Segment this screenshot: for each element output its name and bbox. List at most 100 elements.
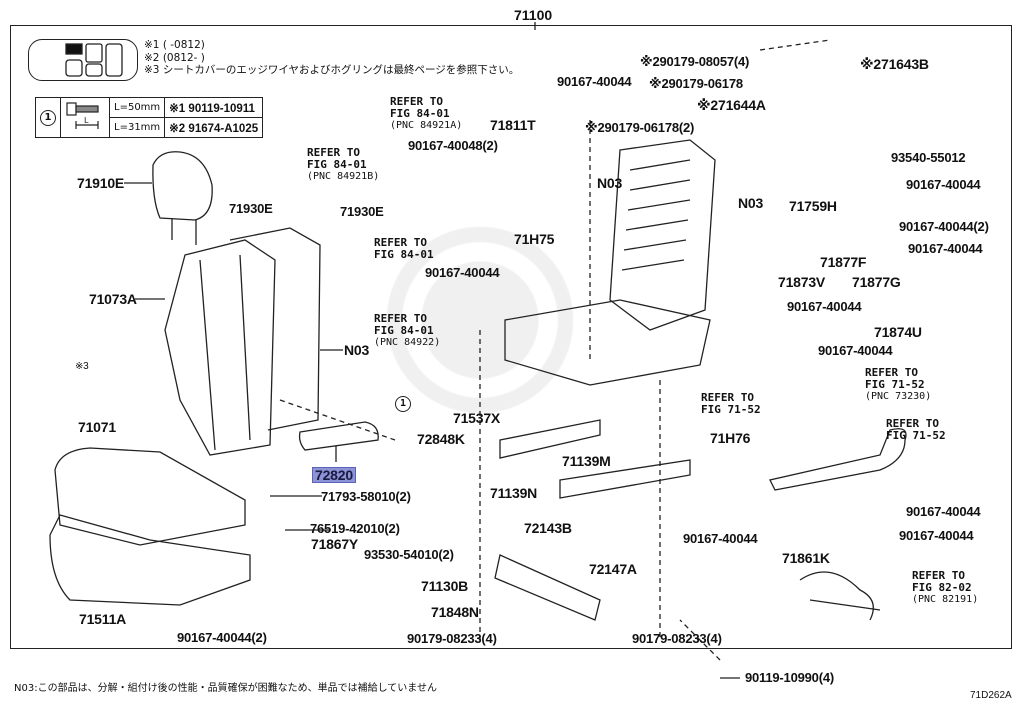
part-label[interactable]: 71H75 [514, 231, 555, 247]
svg-text:L: L [84, 116, 89, 125]
part-label[interactable]: ※271643B [860, 56, 929, 72]
part-label[interactable]: 90167-40044 [818, 343, 893, 358]
ref-figure: FIG 84-01 [374, 324, 434, 337]
ref-figure: FIG 82-02 [912, 581, 972, 594]
part-label[interactable]: ※290179-08057(4) [640, 54, 750, 69]
ref-line: REFER TO [390, 95, 443, 108]
part-label[interactable]: 72143B [524, 520, 572, 536]
ref-line: REFER TO [307, 146, 360, 159]
bolt-part-number[interactable]: 90119-10911 [188, 102, 255, 115]
bolt-part-number[interactable]: 91674-A1025 [188, 122, 259, 135]
part-label[interactable]: 71793-58010(2) [321, 489, 411, 504]
ref-line: REFER TO [701, 391, 754, 404]
ref-figure: FIG 71-52 [886, 429, 946, 442]
part-label[interactable]: 90167-40044 [683, 531, 758, 546]
part-label[interactable]: 90167-40044 [425, 265, 500, 280]
ref-figure: FIG 84-01 [374, 248, 434, 261]
part-label[interactable]: 90167-40044 [787, 299, 862, 314]
table-row: 1 L L=50mm ※1 90119-10911 [35, 97, 264, 138]
ref-line: REFER TO [912, 569, 965, 582]
drawing-code: 71D262A [970, 690, 1012, 701]
part-label[interactable]: 71874U [874, 324, 922, 340]
part-label[interactable]: N03 [344, 342, 370, 358]
ref-pnc: (PNC 84922) [374, 337, 441, 348]
assembly-number: 71100 [514, 7, 553, 23]
part-label[interactable]: 71877F [820, 254, 867, 270]
legend-line-2: ※2 (0812- ) [144, 51, 205, 64]
part-label[interactable]: 71071 [78, 419, 116, 435]
part-label[interactable]: 71867Y [311, 536, 359, 552]
part-label[interactable]: 71537X [453, 410, 501, 426]
legend-line-3: ※3 シートカバーのエッジワイヤおよびホグリングは最終ページを参照下さい。 [144, 64, 520, 76]
ref-line: REFER TO [374, 236, 427, 249]
ref-pnc: (PNC 84921A) [390, 120, 463, 131]
part-label[interactable]: 71861K [782, 550, 830, 566]
part-label[interactable]: 71511A [79, 611, 127, 627]
part-label[interactable]: 72147A [589, 561, 637, 577]
part-label[interactable]: 93530-54010(2) [364, 547, 454, 562]
ref-pnc: (PNC 82191) [912, 594, 979, 605]
part-label[interactable]: 90119-10990(4) [745, 670, 834, 685]
part-label[interactable]: 90167-40044(2) [899, 219, 989, 234]
part-label[interactable]: 71930E [340, 204, 384, 219]
bolt-length: L=50mm [108, 97, 166, 118]
bolt-note: ※1 [169, 102, 186, 115]
part-label[interactable]: 71811T [490, 117, 536, 133]
bolt-callout-cell: 1 [35, 97, 61, 138]
part-label[interactable]: 71139N [490, 485, 538, 501]
part-label[interactable]: 90179-08233(4) [407, 631, 497, 646]
bolt-length: L=31mm [108, 117, 166, 138]
diagram-frame [10, 25, 1012, 649]
ref-figure: FIG 71-52 [865, 378, 925, 391]
table-row: L=31mm ※2 91674-A1025 [36, 117, 264, 138]
part-label[interactable]: 90179-08233(4) [632, 631, 722, 646]
ref-pnc: (PNC 73230) [865, 391, 932, 402]
part-label[interactable]: 71848N [431, 604, 479, 620]
part-label[interactable]: 90167-40044 [557, 74, 632, 89]
bolt-icon: L [60, 97, 110, 138]
ref-line: REFER TO [886, 417, 939, 430]
bolt-part[interactable]: ※1 90119-10911 [164, 97, 264, 118]
part-label[interactable]: 90167-40044 [908, 241, 983, 256]
ref-pnc: (PNC 84921B) [307, 171, 380, 182]
part-label[interactable]: 71139M [562, 453, 611, 469]
part-label[interactable]: 71073A [89, 291, 137, 307]
part-label[interactable]: 72848K [417, 431, 465, 447]
part-label[interactable]: 71873V [778, 274, 826, 290]
part-label[interactable]: 71930E [229, 201, 273, 216]
part-label[interactable]: 90167-40048(2) [408, 138, 498, 153]
part-label[interactable]: 90167-40044 [899, 528, 974, 543]
bolt-note: ※2 [169, 122, 186, 135]
part-label[interactable]: 71910E [77, 175, 125, 191]
part-label[interactable]: ※271644A [697, 97, 766, 113]
legend-line-1: ※1 ( -0812) [144, 39, 205, 51]
part-label[interactable]: ※290179-06178(2) [585, 120, 695, 135]
part-label-highlighted[interactable]: 72820 [312, 467, 356, 483]
part-label[interactable]: 90167-40044(2) [177, 630, 267, 645]
power-seat-switch-icon [28, 39, 138, 81]
part-label[interactable]: 76519-42010(2) [310, 521, 400, 536]
part-label[interactable]: N03 [597, 175, 623, 191]
part-label[interactable]: 71H76 [710, 430, 751, 446]
part-label[interactable]: 71877G [852, 274, 901, 290]
part-label[interactable]: ※290179-06178 [649, 76, 743, 91]
callout-number: 1 [40, 109, 56, 126]
bolt-table: 1 L L=50mm ※1 90119-10911 L=31mm ※2 9167… [35, 97, 264, 138]
part-label[interactable]: 90167-40044 [906, 177, 981, 192]
note-3-label: ※3 [75, 361, 89, 372]
bolt-part[interactable]: ※2 91674-A1025 [164, 117, 264, 138]
part-label[interactable]: 71759H [789, 198, 837, 214]
part-label[interactable]: 90167-40044 [906, 504, 981, 519]
part-label[interactable]: N03 [738, 195, 764, 211]
part-label[interactable]: 71130B [421, 578, 469, 594]
ref-line: REFER TO [374, 312, 427, 325]
part-label[interactable]: 93540-55012 [891, 150, 966, 165]
